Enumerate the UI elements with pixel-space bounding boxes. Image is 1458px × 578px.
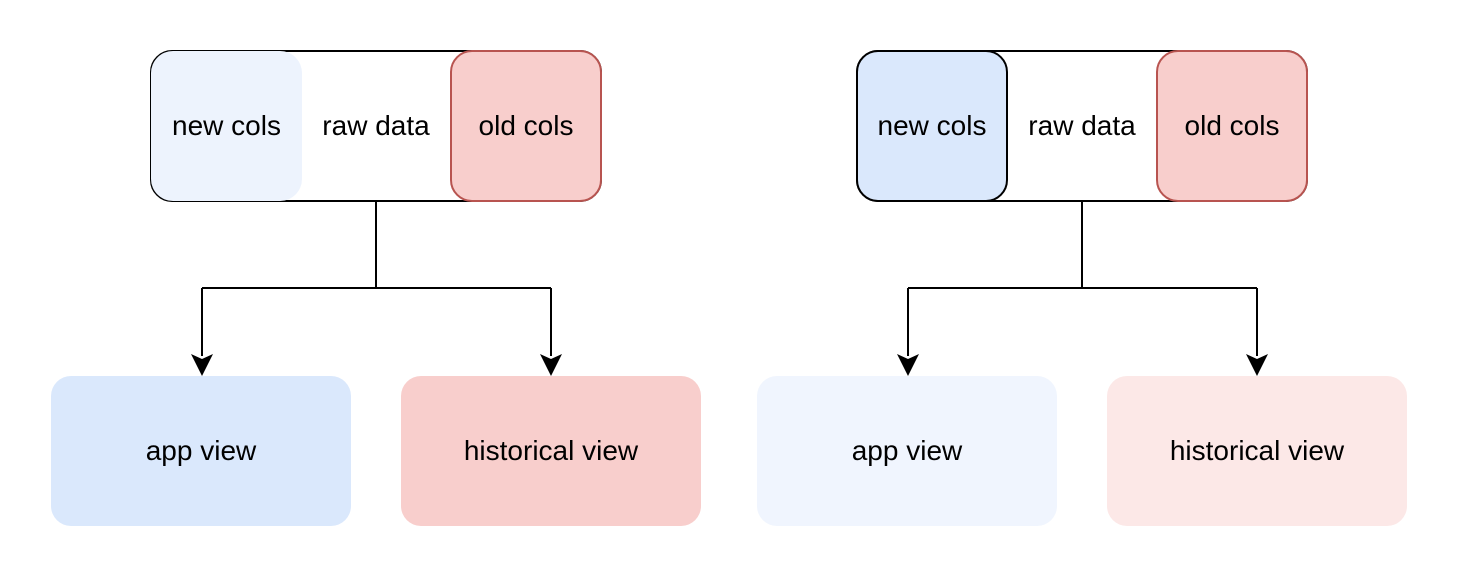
- right-historical-view-label: historical view: [1169, 435, 1345, 466]
- left-hist-arrowhead: [540, 354, 562, 376]
- right-old-cols-label: old cols: [1184, 110, 1280, 141]
- right-app-view-box: app view: [757, 376, 1057, 526]
- right-app-arrowhead: [897, 354, 919, 376]
- left-new-cols-segment: new cols: [151, 51, 302, 201]
- right-raw-data-label: raw data: [1028, 110, 1136, 141]
- left-raw-data-label: raw data: [322, 110, 430, 141]
- left-raw-data-segment: raw data: [302, 51, 450, 201]
- left-new-cols-label: new cols: [172, 110, 281, 141]
- right-historical-view-box: historical view: [1107, 376, 1407, 526]
- right-new-cols-label: new cols: [877, 110, 987, 141]
- left-historical-view-box: historical view: [401, 376, 701, 526]
- right-app-view-label: app view: [851, 435, 963, 466]
- right-hist-arrowhead: [1246, 354, 1268, 376]
- left-app-view-box: app view: [51, 376, 351, 526]
- left-app-view-label: app view: [145, 435, 257, 466]
- left-app-arrowhead: [191, 354, 213, 376]
- left-historical-view-label: historical view: [463, 435, 639, 466]
- left-old-cols-segment: old cols: [450, 50, 602, 202]
- left-old-cols-label: old cols: [478, 110, 574, 141]
- right-new-cols-segment: new cols: [856, 50, 1008, 202]
- right-raw-data-segment: raw data: [1008, 51, 1156, 201]
- right-old-cols-segment: old cols: [1156, 50, 1308, 202]
